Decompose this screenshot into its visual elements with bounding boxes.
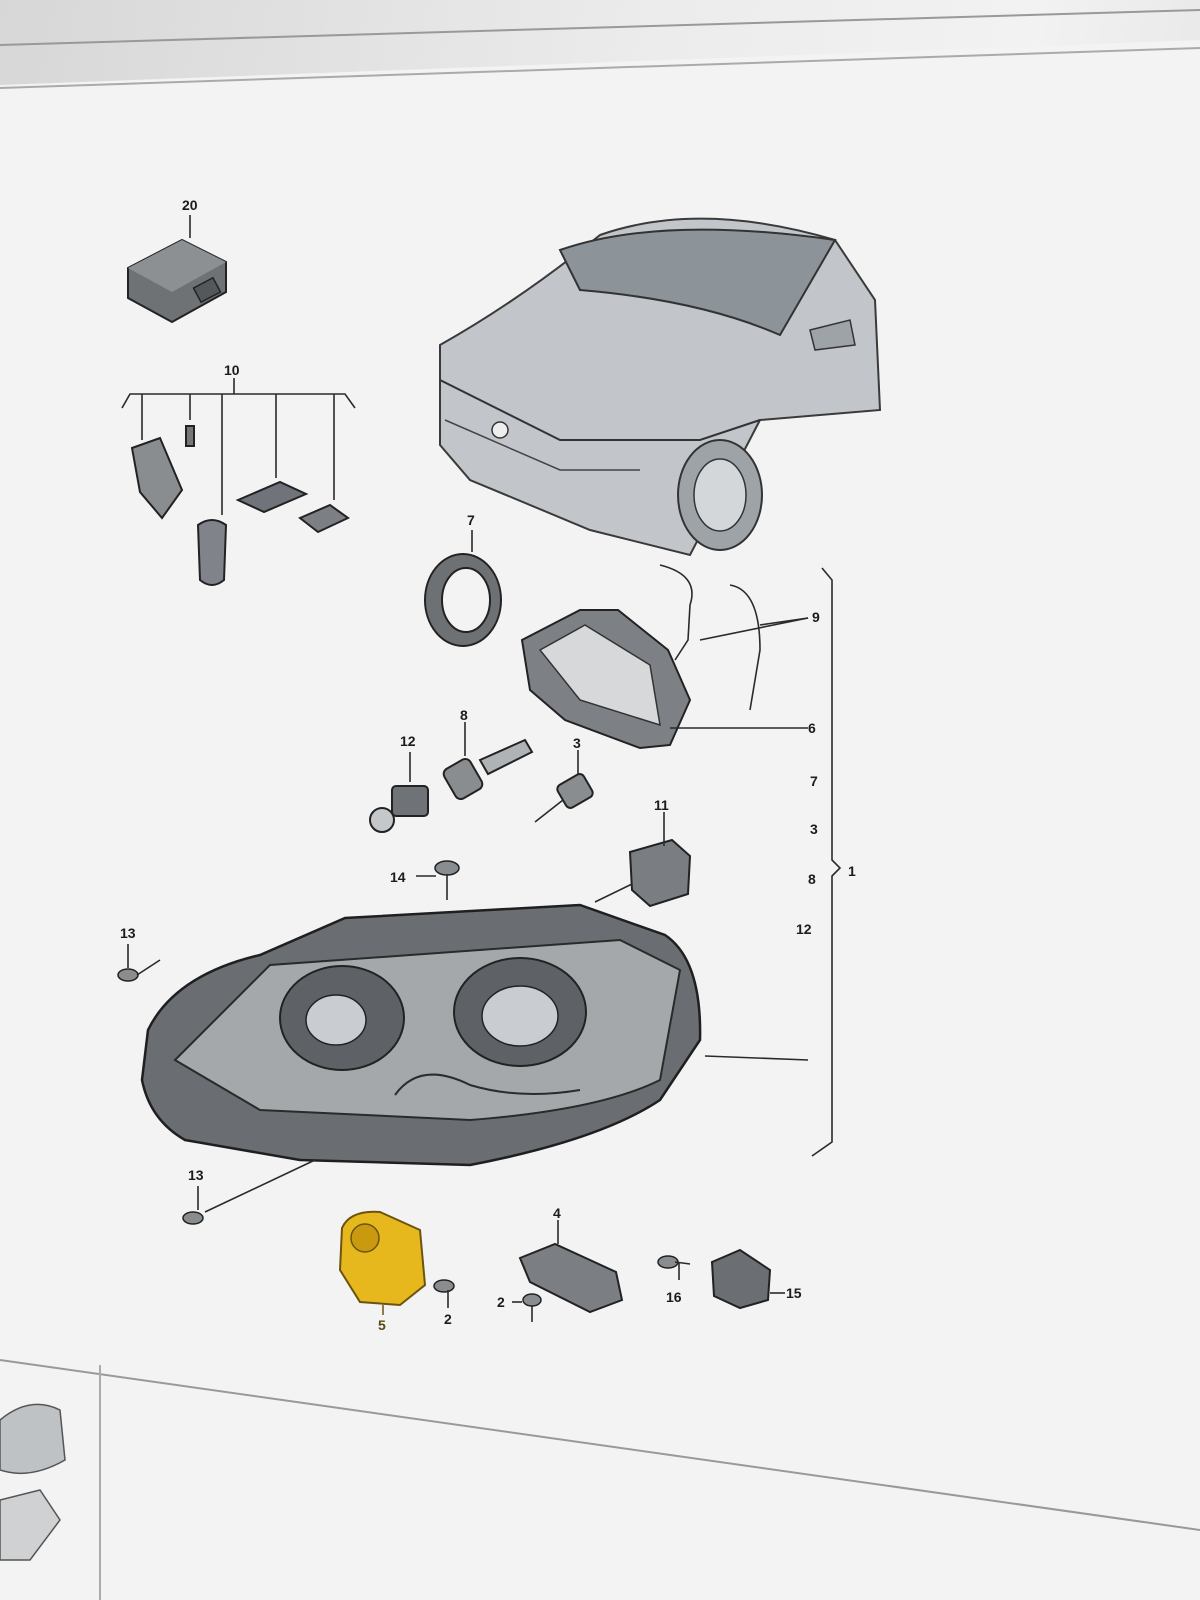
part-14-screw[interactable]: [416, 860, 460, 900]
callout-4: 4: [553, 1205, 561, 1221]
part-10-bracket-set[interactable]: [121, 378, 356, 586]
part-16-screw[interactable]: [657, 1255, 691, 1280]
window-top-border-inner: [0, 47, 1200, 89]
window-top-border: [0, 9, 1200, 46]
part-13-screw-top[interactable]: [117, 944, 161, 982]
part-7-retaining-ring[interactable]: [424, 530, 502, 647]
diagram-paper: [0, 40, 1200, 1600]
part-2-screw-a[interactable]: [433, 1279, 455, 1308]
part-5-ballast-highlighted[interactable]: [338, 1210, 427, 1315]
callout-8-list: 8: [808, 871, 816, 887]
callout-13-bottom: 13: [188, 1167, 204, 1183]
part-9-cable-clips[interactable]: [659, 564, 809, 711]
vehicle-illustration: [439, 217, 882, 557]
part-8-bulb[interactable]: [442, 722, 534, 801]
callout-13-top: 13: [120, 925, 136, 941]
callout-12-list: 12: [796, 921, 812, 937]
part-13-screw-bottom[interactable]: [182, 1159, 316, 1225]
part-1-headlight-assembly[interactable]: [140, 903, 809, 1167]
thumbnail-divider: [0, 1359, 1200, 1531]
callout-1: 1: [848, 863, 856, 879]
callout-2-a: 2: [444, 1311, 452, 1327]
callout-10: 10: [224, 362, 240, 378]
callout-20: 20: [182, 197, 198, 213]
callout-14: 14: [390, 869, 406, 885]
part-11-xenon-bulb[interactable]: [594, 812, 692, 908]
callout-5: 5: [378, 1317, 386, 1333]
assembly-bracket: [811, 567, 842, 1157]
part-3-bulb[interactable]: [534, 750, 594, 823]
callout-11: 11: [654, 797, 669, 813]
part-4-control-module[interactable]: [518, 1220, 624, 1314]
callout-9: 9: [812, 609, 820, 625]
part-12-bulb-socket[interactable]: [369, 752, 429, 833]
callout-6: 6: [808, 720, 816, 736]
callout-3-top: 3: [573, 735, 581, 751]
part-20-control-unit[interactable]: [127, 215, 227, 324]
callout-8-top: 8: [460, 707, 468, 723]
part-2-screw-b[interactable]: [512, 1293, 542, 1322]
callout-3-list: 3: [810, 821, 818, 837]
callout-12-top: 12: [400, 733, 416, 749]
callout-16: 16: [666, 1289, 682, 1305]
callout-2-b: 2: [497, 1294, 505, 1310]
callout-7-top: 7: [467, 512, 475, 528]
callout-7-list: 7: [810, 773, 818, 789]
thumbnail-car[interactable]: [0, 1403, 66, 1561]
part-15-bracket[interactable]: [710, 1248, 785, 1310]
callout-15: 15: [786, 1285, 802, 1301]
part-6-housing-cover[interactable]: [520, 609, 808, 750]
